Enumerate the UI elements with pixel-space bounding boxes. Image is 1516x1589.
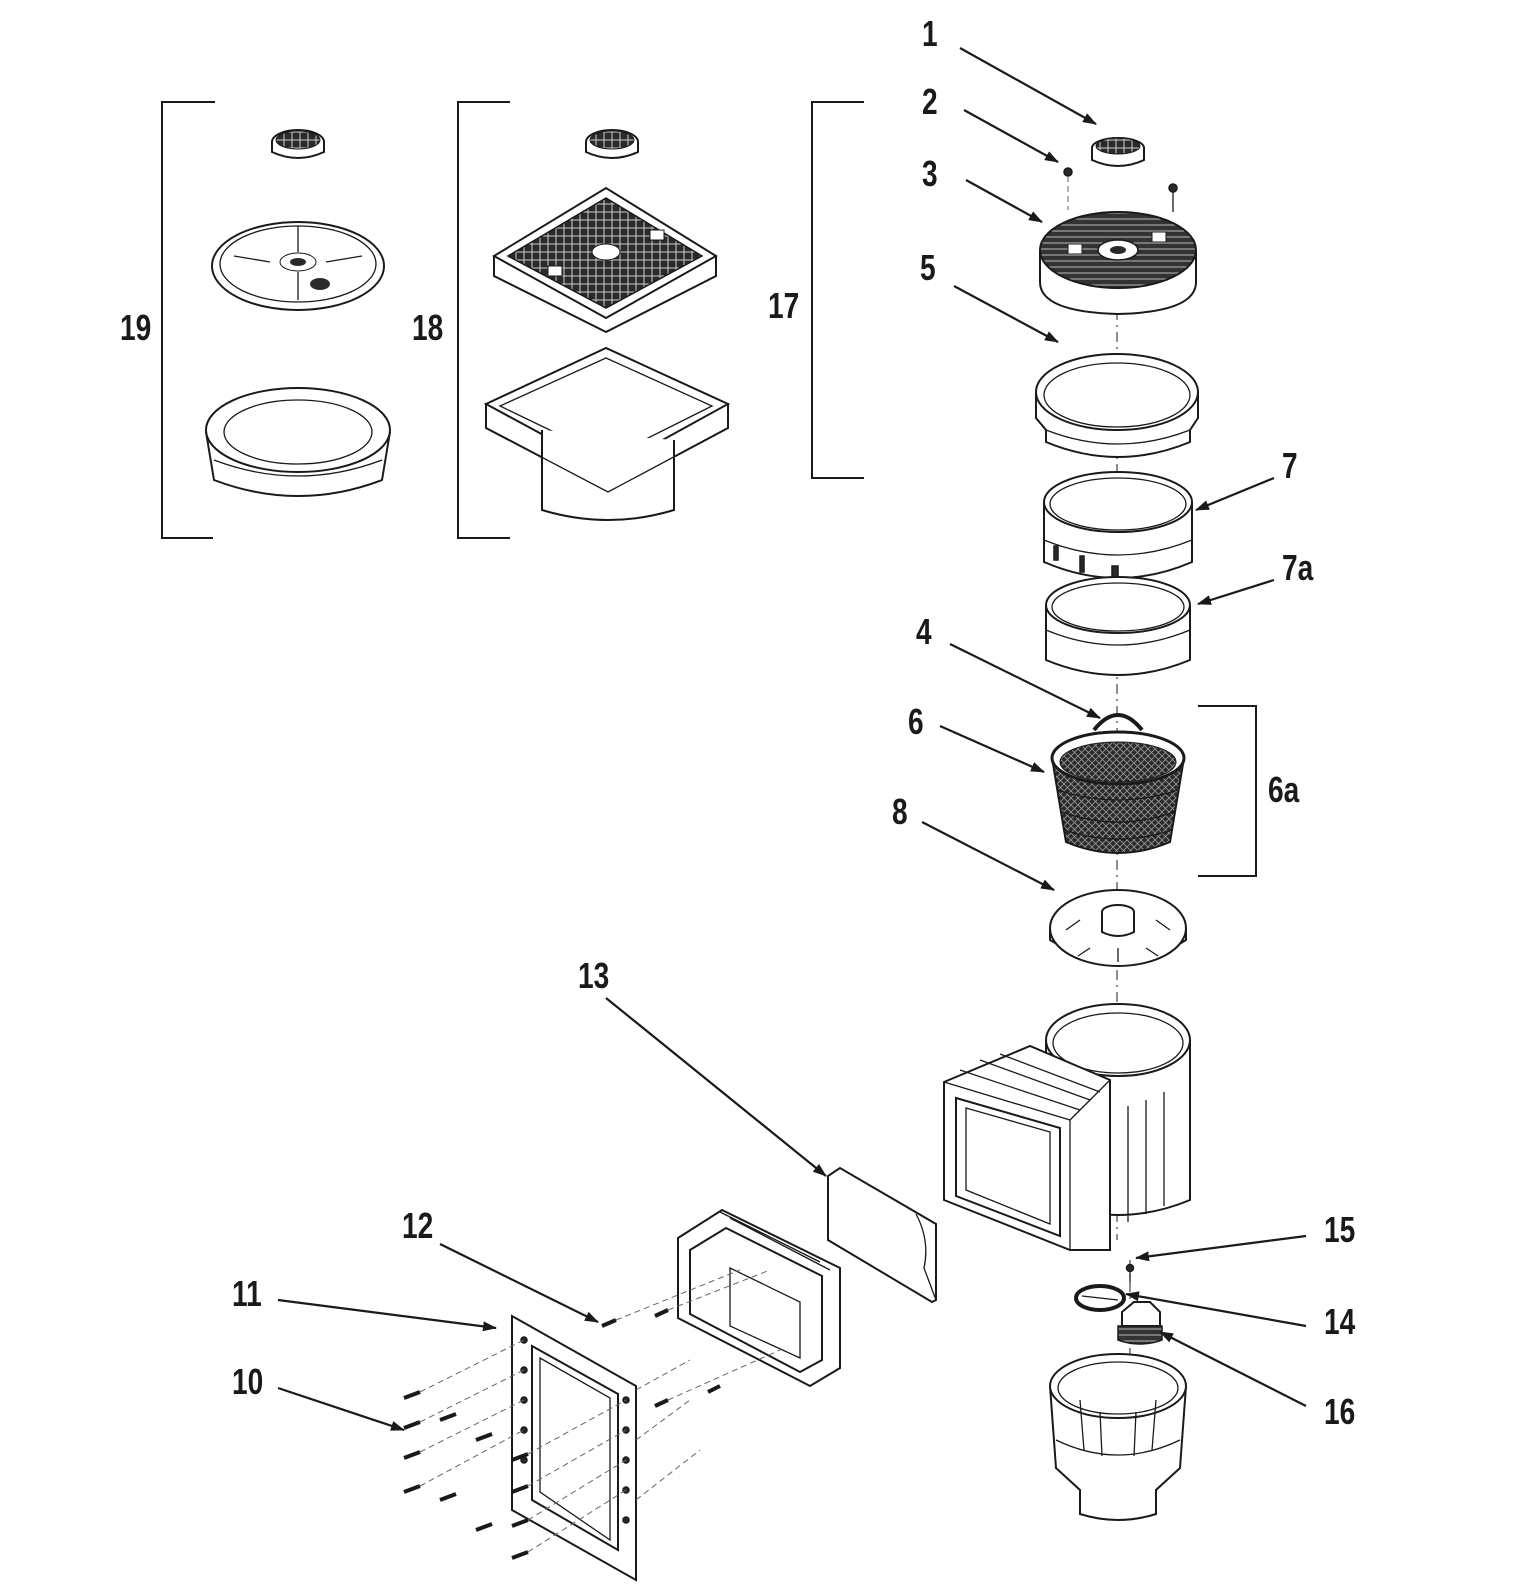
callout-4: 4 — [916, 611, 932, 652]
bracket-6a — [1198, 705, 1257, 877]
callout-17: 17 — [768, 285, 800, 326]
callout-3: 3 — [922, 153, 938, 194]
part-3-round-lid — [1039, 211, 1197, 316]
part-5-collar — [1035, 353, 1199, 458]
bracket-17 — [811, 101, 864, 479]
callout-5: 5 — [920, 247, 936, 288]
skimmer-body — [943, 1003, 1191, 1251]
kit-18-square-plug — [585, 129, 639, 159]
callout-6a: 6a — [1268, 769, 1300, 810]
callout-6: 6 — [908, 701, 924, 742]
callout-14: 14 — [1324, 1301, 1356, 1342]
part-7a-ring — [1045, 576, 1191, 676]
part-6-basket — [1050, 713, 1186, 854]
callout-18: 18 — [412, 307, 444, 348]
bracket-19 — [161, 101, 215, 539]
callout-16: 16 — [1324, 1391, 1356, 1432]
bracket-18 — [457, 101, 510, 539]
faceplate-assembly — [677, 1208, 841, 1388]
callout-10: 10 — [232, 1361, 264, 1402]
callout-19: 19 — [120, 307, 152, 348]
part-10-screws — [403, 1339, 701, 1560]
part-11-faceplate — [511, 1314, 637, 1582]
part-2-screws — [1063, 167, 1178, 212]
kit-19-round-plug — [271, 129, 325, 159]
callout-1: 1 — [922, 13, 938, 54]
kit-19-round-lid — [211, 221, 385, 311]
part-1-lid-plug — [1091, 137, 1145, 167]
kit-19-round-collar — [205, 387, 391, 497]
callout-7a: 7a — [1282, 547, 1314, 588]
part-13-weir — [827, 1166, 937, 1304]
callout-13: 13 — [578, 955, 610, 996]
part-7-extension-ring — [1043, 471, 1193, 585]
part-14-o-ring — [1074, 1284, 1126, 1312]
callout-11: 11 — [232, 1273, 262, 1314]
kit-18-square-lid — [492, 186, 718, 334]
kit-18-square-collar — [483, 346, 731, 521]
part-8-diverter-plate — [1049, 889, 1187, 967]
part-15-screw — [1125, 1263, 1135, 1282]
callout-8: 8 — [892, 791, 908, 832]
leader-lines — [277, 47, 1307, 1432]
part-12-screws — [601, 1269, 781, 1408]
skimmer-base — [1049, 1353, 1187, 1521]
part-16-plug — [1117, 1301, 1163, 1345]
callout-15: 15 — [1324, 1209, 1356, 1250]
callout-12: 12 — [402, 1205, 434, 1246]
callout-7: 7 — [1282, 445, 1298, 486]
callout-2: 2 — [922, 81, 938, 122]
